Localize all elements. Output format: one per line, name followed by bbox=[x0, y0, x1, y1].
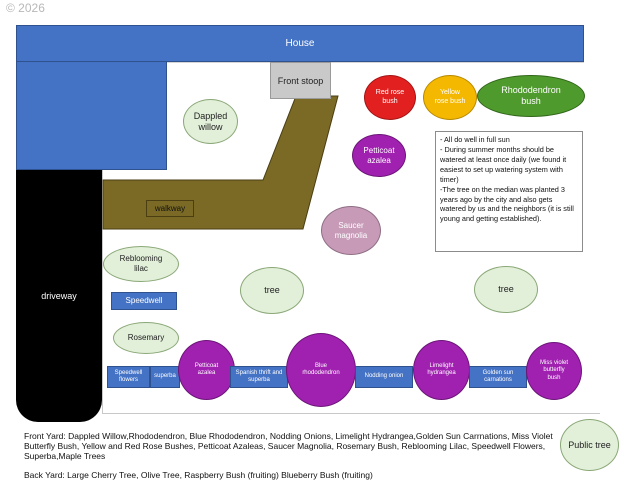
dappled-willow: Dappled willow bbox=[183, 99, 238, 144]
note-line-2: - During summer months should be watered… bbox=[440, 144, 567, 184]
tree-right: tree bbox=[474, 266, 538, 313]
yellow-rose-bush: Yellow rose bush bbox=[423, 75, 477, 120]
spanish-thrift-bed: Spanish thrift and superba bbox=[230, 366, 288, 388]
legend-spacer bbox=[24, 462, 564, 470]
rosemary: Rosemary bbox=[113, 322, 179, 354]
front-yard-list: Front Yard: Dappled Willow,Rhododendron,… bbox=[24, 431, 553, 462]
yard-boundary-top bbox=[167, 62, 584, 63]
golden-sun-carnations-bed: Golden sun carnations bbox=[469, 366, 527, 388]
plant-legend: Front Yard: Dappled Willow,Rhododendron,… bbox=[24, 431, 564, 480]
reblooming-lilac: Reblooming lilac bbox=[103, 246, 179, 282]
note-line-3: -The tree on the median was planted 3 ye… bbox=[440, 184, 574, 224]
red-rose-bush: Red rose bush bbox=[364, 75, 416, 120]
saucer-magnolia: Saucer magnolia bbox=[321, 206, 381, 255]
rhododendron-bush: Rhododendron bush bbox=[477, 75, 585, 117]
house: House bbox=[16, 25, 584, 62]
driveway-label: driveway bbox=[41, 291, 77, 301]
miss-violet-butterfly-bush: Miss violet butterfly bush bbox=[526, 342, 582, 400]
driveway: driveway bbox=[16, 170, 102, 422]
petticoat-azalea-bottom: Petticoat azalea bbox=[178, 340, 235, 400]
house-wing bbox=[16, 62, 167, 170]
blue-rhododendron: Blue rhododendron bbox=[286, 333, 356, 407]
public-tree: Public tree bbox=[560, 419, 619, 471]
nodding-onion-bed: Nodding onion bbox=[355, 366, 413, 388]
yard-boundary-bottom bbox=[102, 413, 600, 414]
note-line-1: - All do well in full sun bbox=[440, 135, 510, 144]
limelight-hydrangea: Limelight hydrangea bbox=[413, 340, 470, 400]
walkway-label: walkway bbox=[146, 200, 194, 217]
petticoat-azalea-top: Petticoat azalea bbox=[352, 134, 406, 177]
speedwell-box: Speedwell bbox=[111, 292, 177, 310]
front-stoop-label: Front stoop bbox=[277, 75, 324, 86]
care-notes-box: - All do well in full sun - During summe… bbox=[435, 131, 583, 252]
superba-bed: superba bbox=[150, 366, 180, 388]
yard-boundary-left bbox=[102, 170, 103, 414]
copyright-watermark: © 2026 bbox=[6, 1, 45, 15]
back-yard-list: Back Yard: Large Cherry Tree, Olive Tree… bbox=[24, 469, 373, 480]
speedwell-flowers-bed: Speedwell flowers bbox=[107, 366, 150, 388]
front-stoop: Front stoop bbox=[270, 62, 331, 99]
tree-left: tree bbox=[240, 267, 304, 314]
house-label: House bbox=[285, 38, 315, 49]
